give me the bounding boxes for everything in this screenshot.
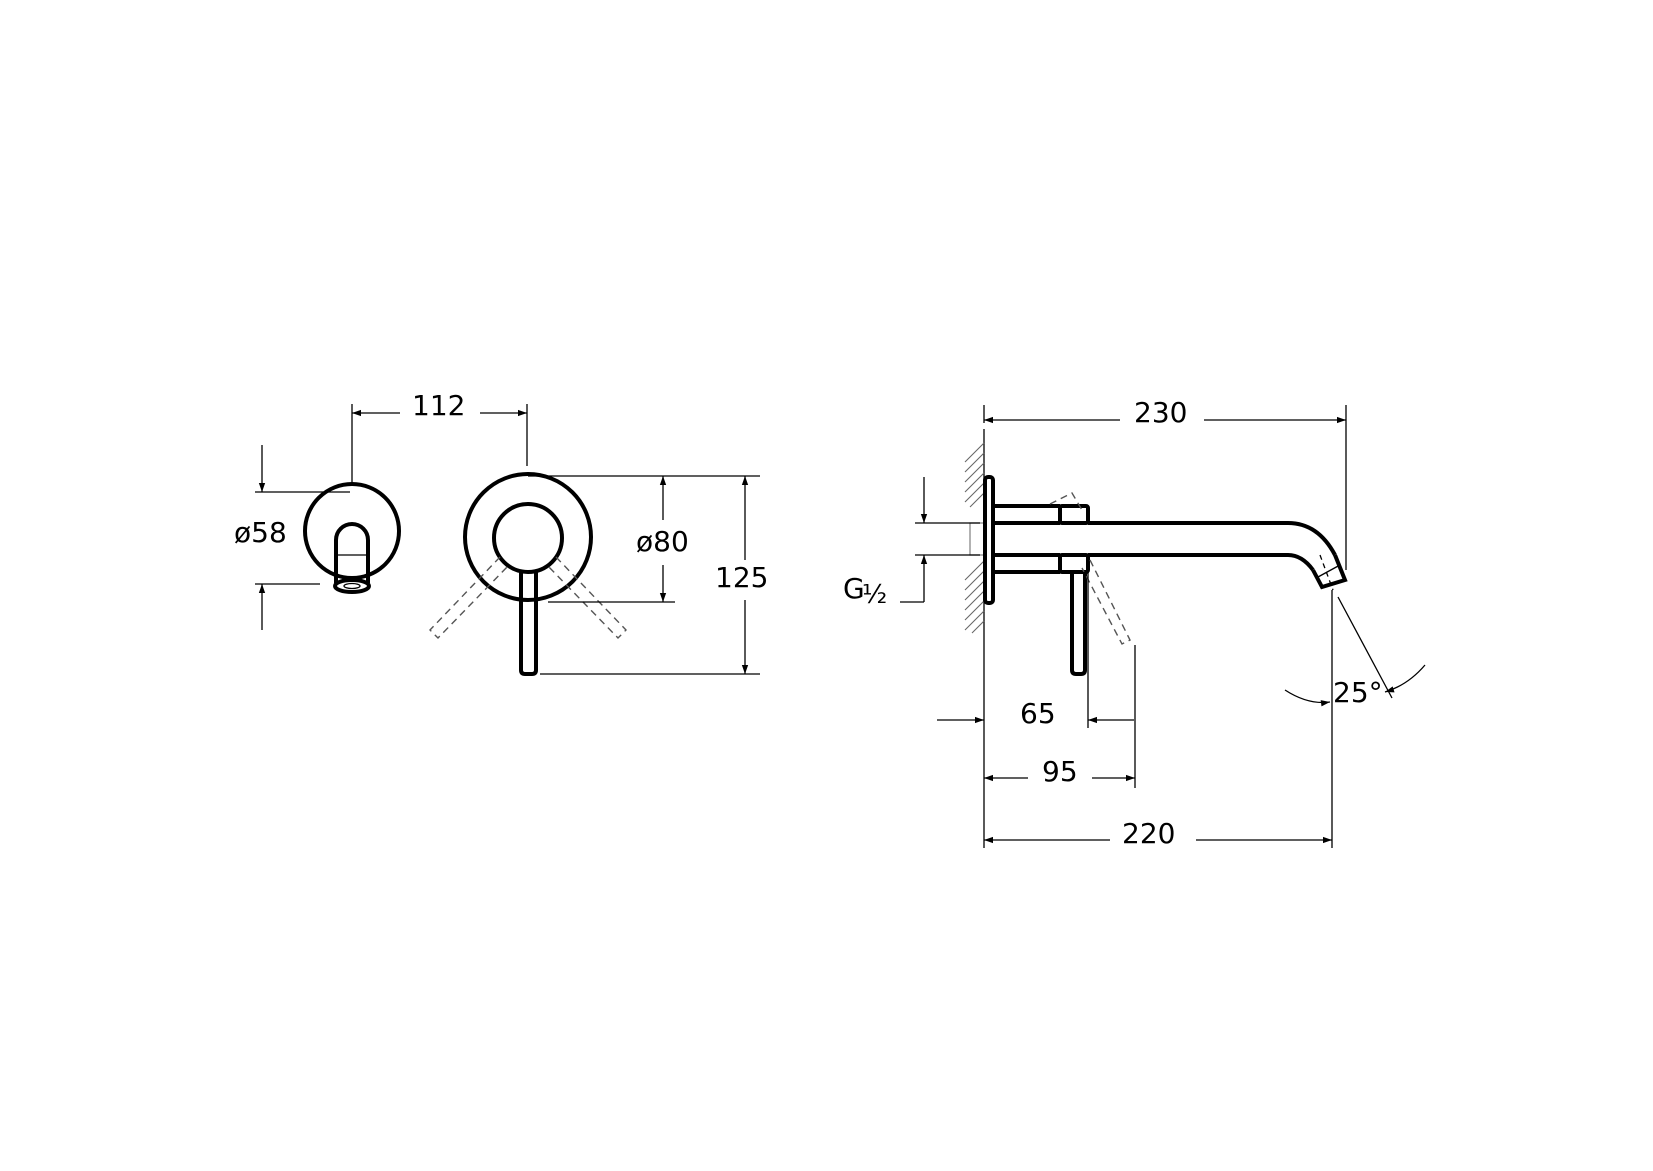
dimension-g-half: G ½: [843, 477, 980, 610]
dim-65-label: 65: [1020, 697, 1056, 730]
dimension-230: 230: [983, 396, 1347, 570]
spout-side: [1088, 521, 1348, 591]
lever-alt-position-right: [546, 556, 627, 639]
dim-95-label: 95: [1042, 755, 1078, 788]
dimension-d58: ø58: [234, 445, 350, 630]
dim-125-label: 125: [715, 561, 768, 594]
dim-g-label: G: [843, 572, 865, 605]
wall-section-hatch: [964, 415, 985, 635]
dim-d58-label: ø58: [234, 516, 287, 549]
spout-rosette-front-view: [303, 482, 401, 594]
mixer-body-side: [993, 492, 1131, 676]
dim-230-label: 230: [1134, 396, 1187, 429]
dimension-220: 220: [983, 590, 1333, 850]
lever-alt-position-left: [429, 556, 510, 639]
dim-112-label: 112: [412, 389, 465, 422]
dimension-65: 65: [937, 572, 1134, 730]
dim-half-label: ½: [862, 580, 887, 610]
wall-flange: [983, 475, 995, 605]
mixer-rosette-front-view: [429, 472, 627, 676]
dimension-112: 112: [351, 389, 528, 484]
dimension-95: 95: [984, 645, 1136, 788]
dim-angle-label: 25°: [1333, 676, 1383, 709]
dimension-125: 125: [540, 476, 768, 675]
dim-220-label: 220: [1122, 817, 1175, 850]
dimension-d80: ø80: [528, 475, 760, 603]
dim-d80-label: ø80: [636, 525, 689, 558]
dimension-angle-25: 25°: [1284, 596, 1426, 709]
